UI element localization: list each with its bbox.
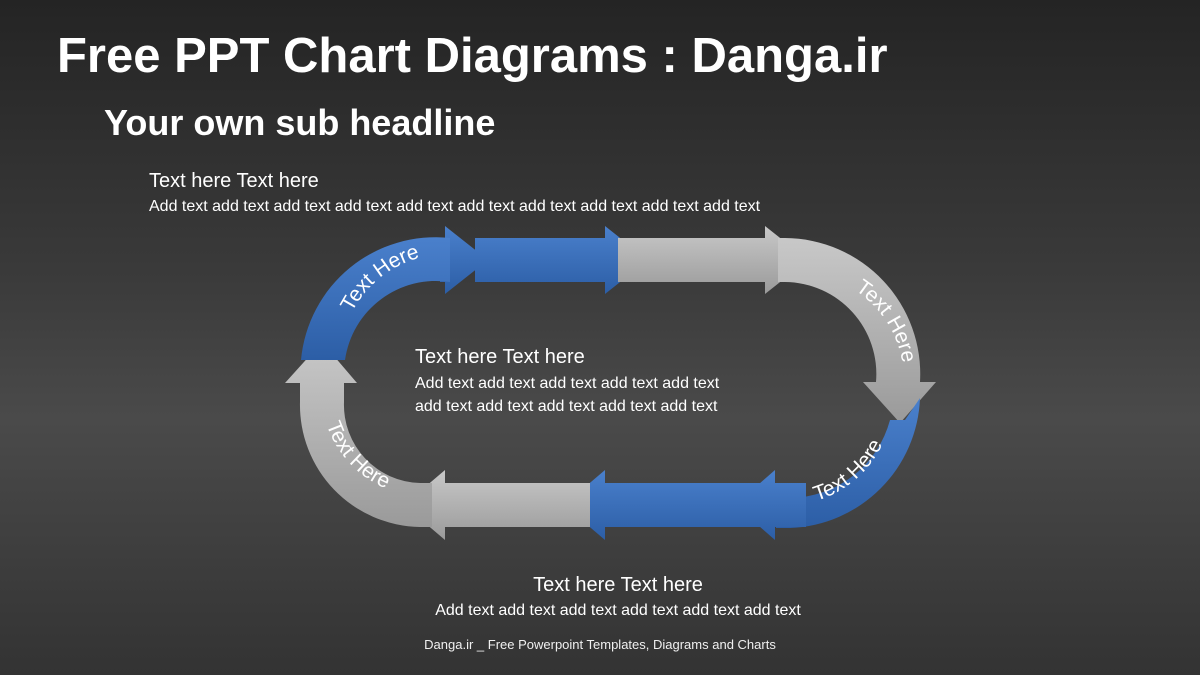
- bottom-block-body: Add text add text add text add text add …: [435, 602, 801, 619]
- bottom-block-heading: Text here Text here: [533, 574, 703, 596]
- page-title: Free PPT Chart Diagrams : Danga.ir: [57, 29, 888, 83]
- cycle-segment-bottom-1: [735, 470, 806, 540]
- cycle-segment-top-3: [618, 226, 808, 294]
- top-block-body: Add text add text add text add text add …: [149, 198, 761, 215]
- center-block-heading: Text here Text here: [415, 346, 585, 368]
- cycle-segment-top-1: [440, 226, 488, 294]
- cycle-segment-bottom-3: [404, 470, 590, 540]
- center-block-line-2: add text add text add text add text add …: [415, 398, 718, 415]
- cycle-segment-bottom-2: [564, 470, 762, 540]
- center-block-body: Add text add text add text add text add …: [415, 372, 719, 418]
- cycle-segment-top-2: [475, 226, 648, 294]
- page-subtitle: Your own sub headline: [104, 102, 496, 143]
- cycle-segment-right-gray: [778, 238, 936, 423]
- footer-text: Danga.ir _ Free Powerpoint Templates, Di…: [424, 637, 776, 652]
- top-block-heading: Text here Text here: [149, 170, 319, 192]
- center-block-line-1: Add text add text add text add text add …: [415, 375, 720, 392]
- cycle-segment-right-blue: [776, 398, 920, 528]
- cycle-segment-left-gray: [285, 342, 432, 527]
- bottom-block: Text here Text here Add text add text ad…: [300, 574, 936, 622]
- cycle-segment-left-blue: [301, 237, 450, 360]
